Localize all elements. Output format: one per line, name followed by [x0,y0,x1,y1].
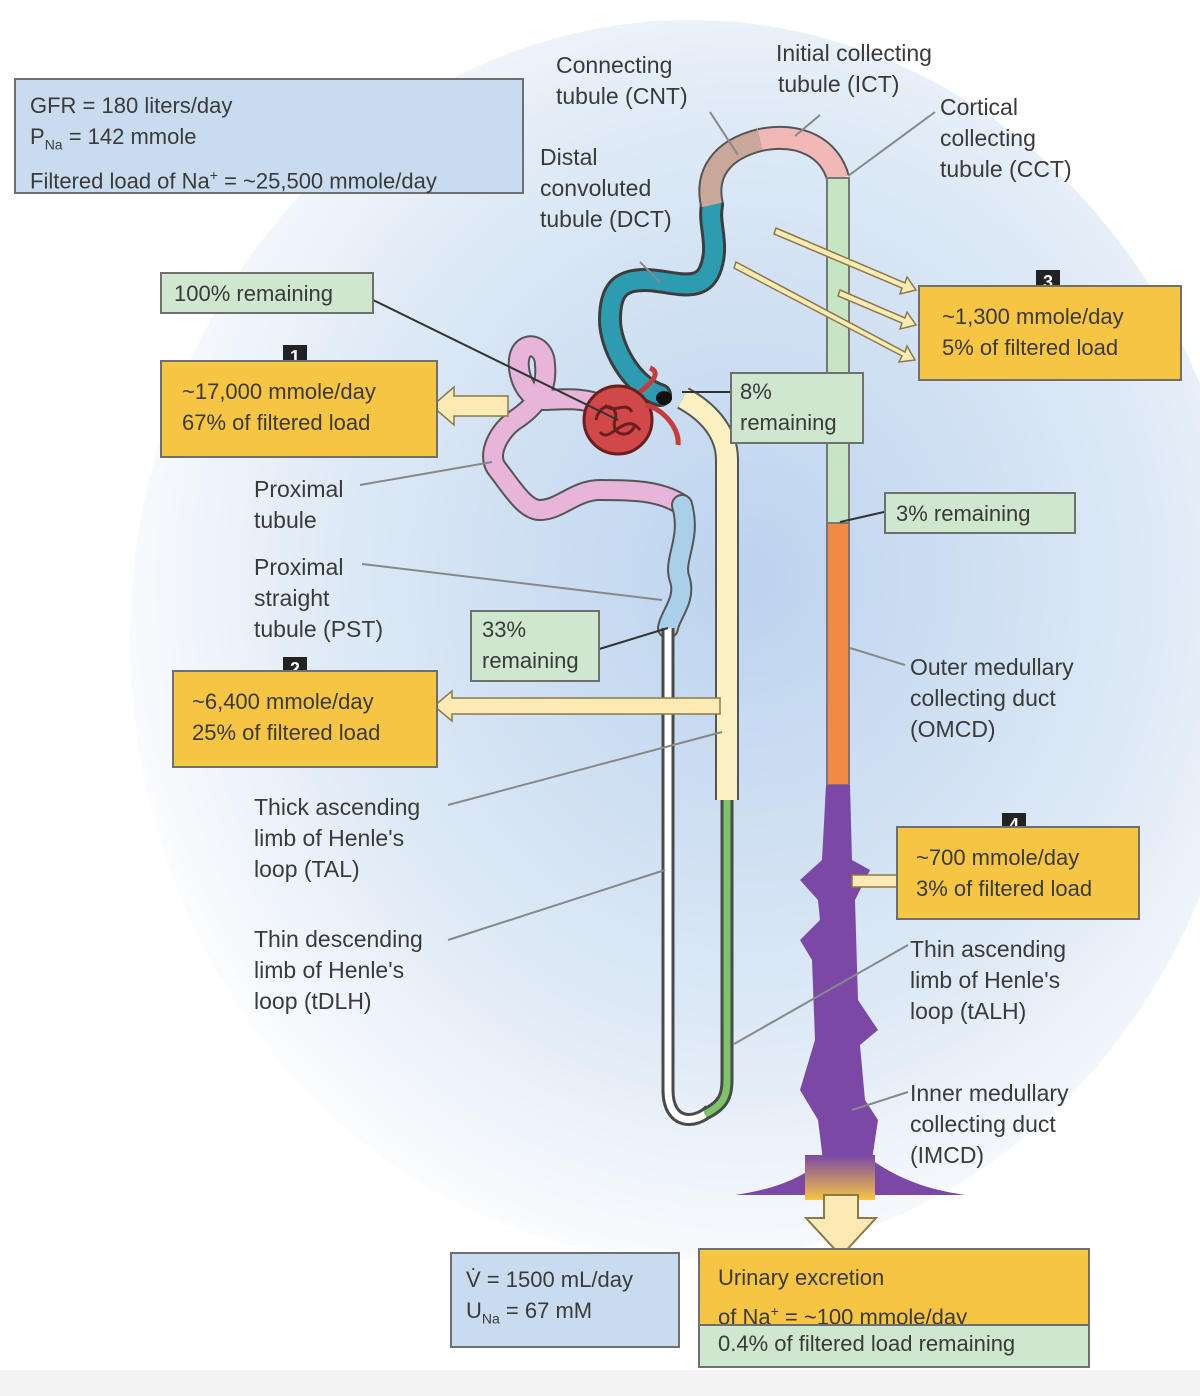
reabsorption-box-3: ~1,300 mmole/day 5% of filtered load [918,285,1182,381]
gfr-info-box: GFR = 180 liters/day PNa = 142 mmole Fil… [14,78,524,194]
urine-flow-box: V̇ = 1500 mL/day UNa = 67 mM [450,1252,680,1348]
urinary-excretion-box: Urinary excretion of Na+ = ~100 mmole/da… [698,1248,1090,1368]
reabsorption-box-1: ~17,000 mmole/day 67% of filtered load [160,360,438,458]
remaining-3-box: 3% remaining [884,492,1076,534]
reabsorption-arrows-3 [733,226,918,363]
remaining-33-box: 33% remaining [470,610,600,682]
reabsorption-arrow-1 [430,385,509,427]
arteriole-shape [638,365,681,446]
reabsorption-box-2: ~6,400 mmole/day 25% of filtered load [172,670,438,768]
omcd-shape [826,522,850,786]
urine-flow-line: V̇ = 1500 mL/day [466,1267,633,1292]
remaining-8-box: 8% remaining [730,372,864,444]
cct-shape [826,177,850,524]
reabsorption-box-4: ~700 mmole/day 3% of filtered load [896,826,1140,920]
excretion-arrow [803,1194,879,1258]
excretion-remaining-strip: 0.4% of filtered load remaining [700,1324,1088,1366]
urine-na-line: UNa = 67 mM [466,1298,593,1327]
gfr-line: GFR = 180 liters/day [30,93,233,118]
remaining-100-box: 100% remaining [160,272,374,314]
filtered-load-line: Filtered load of Na+ = ~25,500 mmole/day [30,167,437,194]
leader-lines [359,111,936,1111]
reabsorption-arrow-2 [432,689,721,723]
imcd-shape [735,785,965,1195]
plasma-na-line: PNa = 142 mmole [30,124,197,153]
